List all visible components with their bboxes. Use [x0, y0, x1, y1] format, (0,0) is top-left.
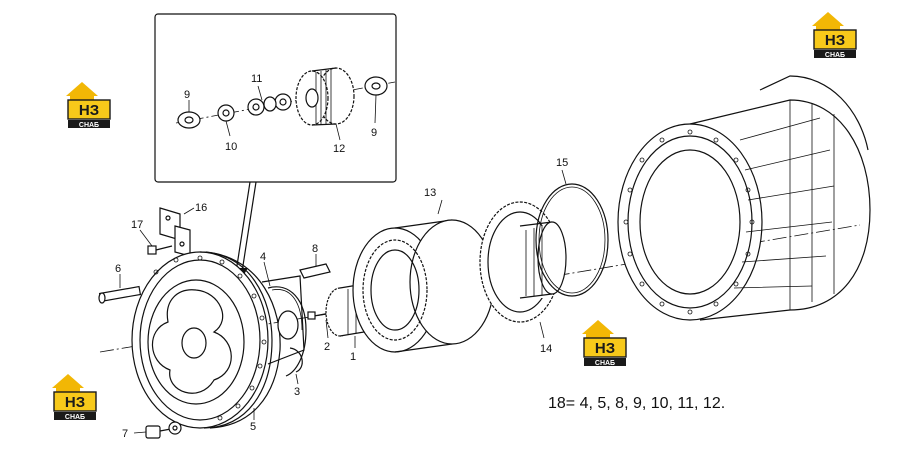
- snap-ring: [263, 261, 307, 377]
- inset-detail-box: 9 10 11 12 9: [154, 13, 397, 284]
- callout-1: 1: [350, 351, 356, 363]
- callout-7: 7: [122, 428, 128, 440]
- svg-text:СНАБ: СНАБ: [825, 52, 845, 59]
- callout-5: 5: [250, 421, 256, 433]
- watermark-logo-center: НЗ СНАБ: [582, 320, 627, 367]
- callout-6: 6: [115, 263, 121, 275]
- callout-2: 2: [324, 341, 330, 353]
- callout-17: 17: [131, 219, 143, 231]
- callout-15: 15: [556, 157, 568, 169]
- svg-text:НЗ: НЗ: [595, 340, 615, 357]
- svg-text:НЗ: НЗ: [65, 394, 85, 411]
- callout-12: 12: [333, 143, 345, 155]
- callout-9b: 9: [371, 127, 377, 139]
- ring-gear: [352, 199, 495, 353]
- callout-14: 14: [540, 343, 552, 355]
- callout-3: 3: [294, 386, 300, 398]
- planet-pin: [299, 254, 331, 279]
- callout-11: 11: [251, 73, 262, 85]
- callout-8: 8: [312, 243, 318, 255]
- planet-carrier: [131, 251, 305, 429]
- planet-gear: [295, 67, 355, 126]
- lock-plate: [159, 207, 195, 257]
- wheel-stud: [98, 274, 142, 304]
- callout-16: 16: [195, 202, 207, 214]
- svg-text:НЗ: НЗ: [79, 102, 99, 119]
- kit-composition-note: 18= 4, 5, 8, 9, 10, 11, 12.: [548, 395, 726, 412]
- bolt-7: [133, 421, 182, 439]
- watermark-logo-bottom-left: НЗ СНАБ: [52, 374, 97, 421]
- bolt-17: [139, 229, 173, 255]
- callout-10: 10: [225, 141, 237, 153]
- callout-13: 13: [424, 187, 436, 199]
- svg-text:СНАБ: СНАБ: [65, 414, 85, 421]
- callout-9a: 9: [184, 89, 190, 101]
- thrust-washer-right: [364, 76, 388, 96]
- thrust-washer-left: [177, 111, 201, 129]
- watermark-logo-top-right: НЗ СНАБ: [812, 12, 857, 59]
- svg-text:СНАБ: СНАБ: [79, 122, 99, 129]
- watermark-logo-left: НЗ СНАБ: [66, 82, 111, 129]
- internal-hub-gear: [479, 201, 567, 339]
- callout-4: 4: [260, 251, 266, 263]
- needle-rollers: [217, 93, 292, 122]
- retaining-ring: [289, 347, 303, 385]
- seal-ring: [535, 169, 609, 297]
- wheel-hub-housing: [617, 75, 871, 321]
- spacer-ring: [263, 96, 277, 112]
- svg-text:СНАБ: СНАБ: [595, 360, 615, 367]
- svg-text:НЗ: НЗ: [825, 32, 845, 49]
